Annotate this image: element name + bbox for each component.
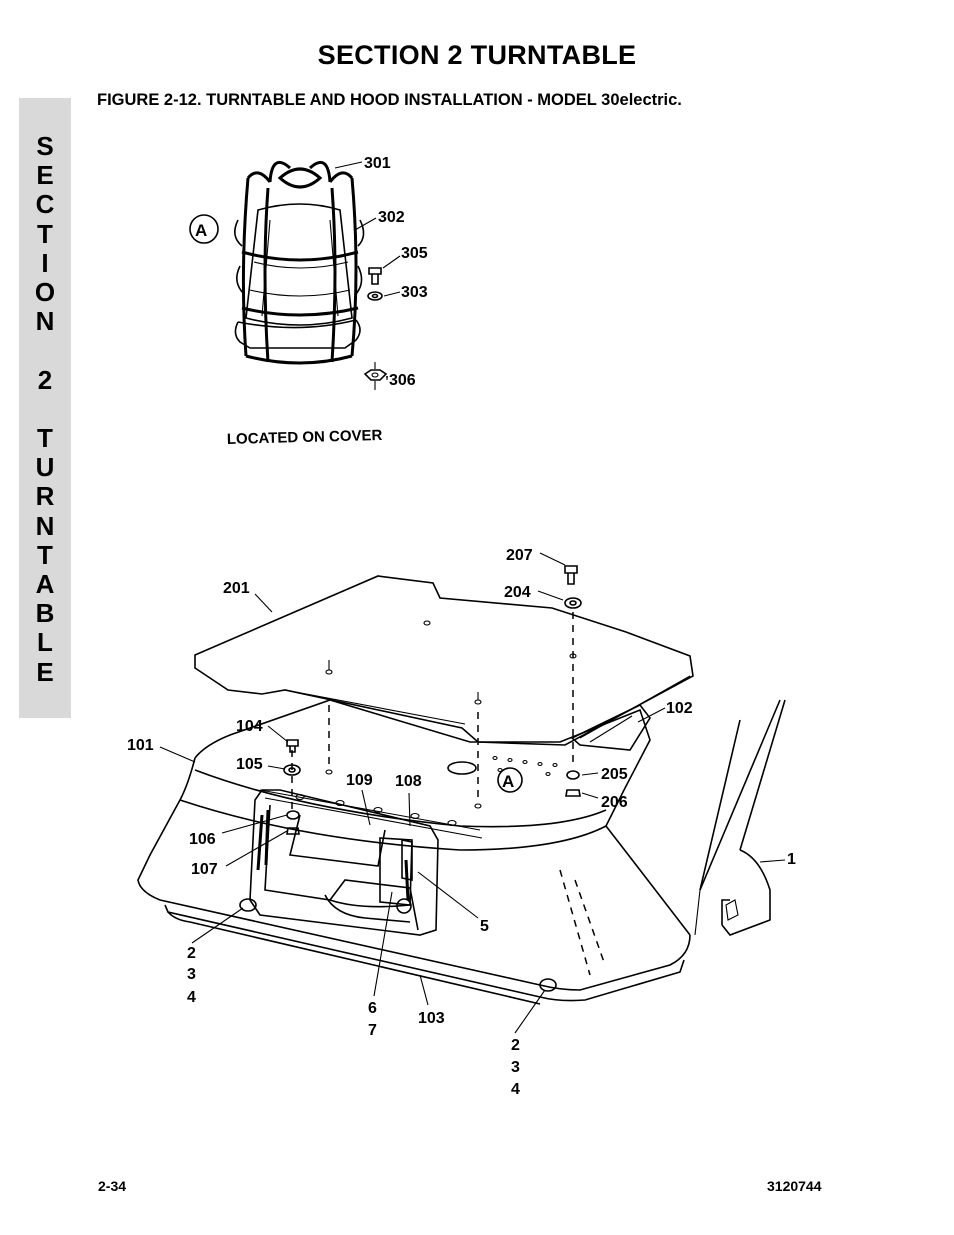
callout-109: 109 <box>346 772 373 789</box>
callout-106: 106 <box>189 831 216 848</box>
document-number: 3120744 <box>767 1178 822 1194</box>
callout-201: 201 <box>223 580 250 597</box>
side-tab-letter: O <box>34 277 56 308</box>
side-tab-letter: C <box>35 189 55 220</box>
callout-2-left: 2 <box>187 945 196 962</box>
callout-101: 101 <box>127 737 154 754</box>
main-assembly-drawing <box>137 565 786 1005</box>
callout-7: 7 <box>368 1022 377 1039</box>
side-tab-letter: T <box>37 218 53 249</box>
page-number: 2-34 <box>98 1178 127 1194</box>
callout-206: 206 <box>601 794 628 811</box>
callout-4-left: 4 <box>187 989 196 1006</box>
callout-204: 204 <box>504 584 531 601</box>
callout-306: 306 <box>389 372 416 389</box>
side-tab-letter: R <box>35 481 55 512</box>
callout-1: 1 <box>787 851 796 868</box>
callout-3-right: 3 <box>511 1059 520 1076</box>
main-a-marker-circle <box>497 767 523 793</box>
callout-5: 5 <box>480 918 489 935</box>
callout-2-right: 2 <box>511 1037 520 1054</box>
figure-title: FIGURE 2-12. TURNTABLE AND HOOD INSTALLA… <box>97 91 682 109</box>
callout-302: 302 <box>378 209 405 226</box>
side-tab-letter: L <box>37 627 53 658</box>
callout-108: 108 <box>395 773 422 790</box>
detail-a-marker: A <box>195 221 207 240</box>
callout-105: 105 <box>236 756 263 773</box>
callout-3-left: 3 <box>187 966 196 983</box>
callout-4-right: 4 <box>511 1081 520 1098</box>
callout-301: 301 <box>364 155 391 172</box>
callout-104: 104 <box>236 718 263 735</box>
callout-305: 305 <box>401 245 428 262</box>
side-tab-letters: S E C T I O N 2 T U R N T A B L E <box>19 131 71 687</box>
callout-107: 107 <box>191 861 218 878</box>
callout-leader-lines <box>159 552 786 1034</box>
callout-102: 102 <box>666 700 693 717</box>
section-title: SECTION 2 TURNTABLE <box>317 40 637 70</box>
side-tab-letter: T <box>37 423 53 454</box>
section-side-tab: S E C T I O N 2 T U R N T A B L E <box>19 98 71 718</box>
callout-207: 207 <box>506 547 533 564</box>
callout-6: 6 <box>368 1000 377 1017</box>
side-tab-letter: S <box>36 131 54 161</box>
side-tab-letter: I <box>41 247 49 278</box>
side-tab-letter: A <box>35 569 55 600</box>
callout-103: 103 <box>418 1010 445 1027</box>
side-tab-letter: U <box>35 452 55 483</box>
main-a-marker: A <box>502 772 514 791</box>
callout-205: 205 <box>601 766 628 783</box>
detail-a-beacon-drawing <box>234 160 401 390</box>
side-tab-letter: N <box>35 510 55 541</box>
side-tab-letter: 2 <box>37 364 53 395</box>
detail-a-caption: LOCATED ON COVER <box>227 427 383 448</box>
side-tab-letter: E <box>36 160 54 191</box>
callout-303: 303 <box>401 284 428 301</box>
side-tab-letter: E <box>36 656 54 687</box>
detail-a-marker-circle <box>189 214 219 244</box>
side-tab-letter: B <box>35 598 55 629</box>
side-tab-letter: T <box>37 539 53 570</box>
side-tab-letter: N <box>35 306 55 337</box>
